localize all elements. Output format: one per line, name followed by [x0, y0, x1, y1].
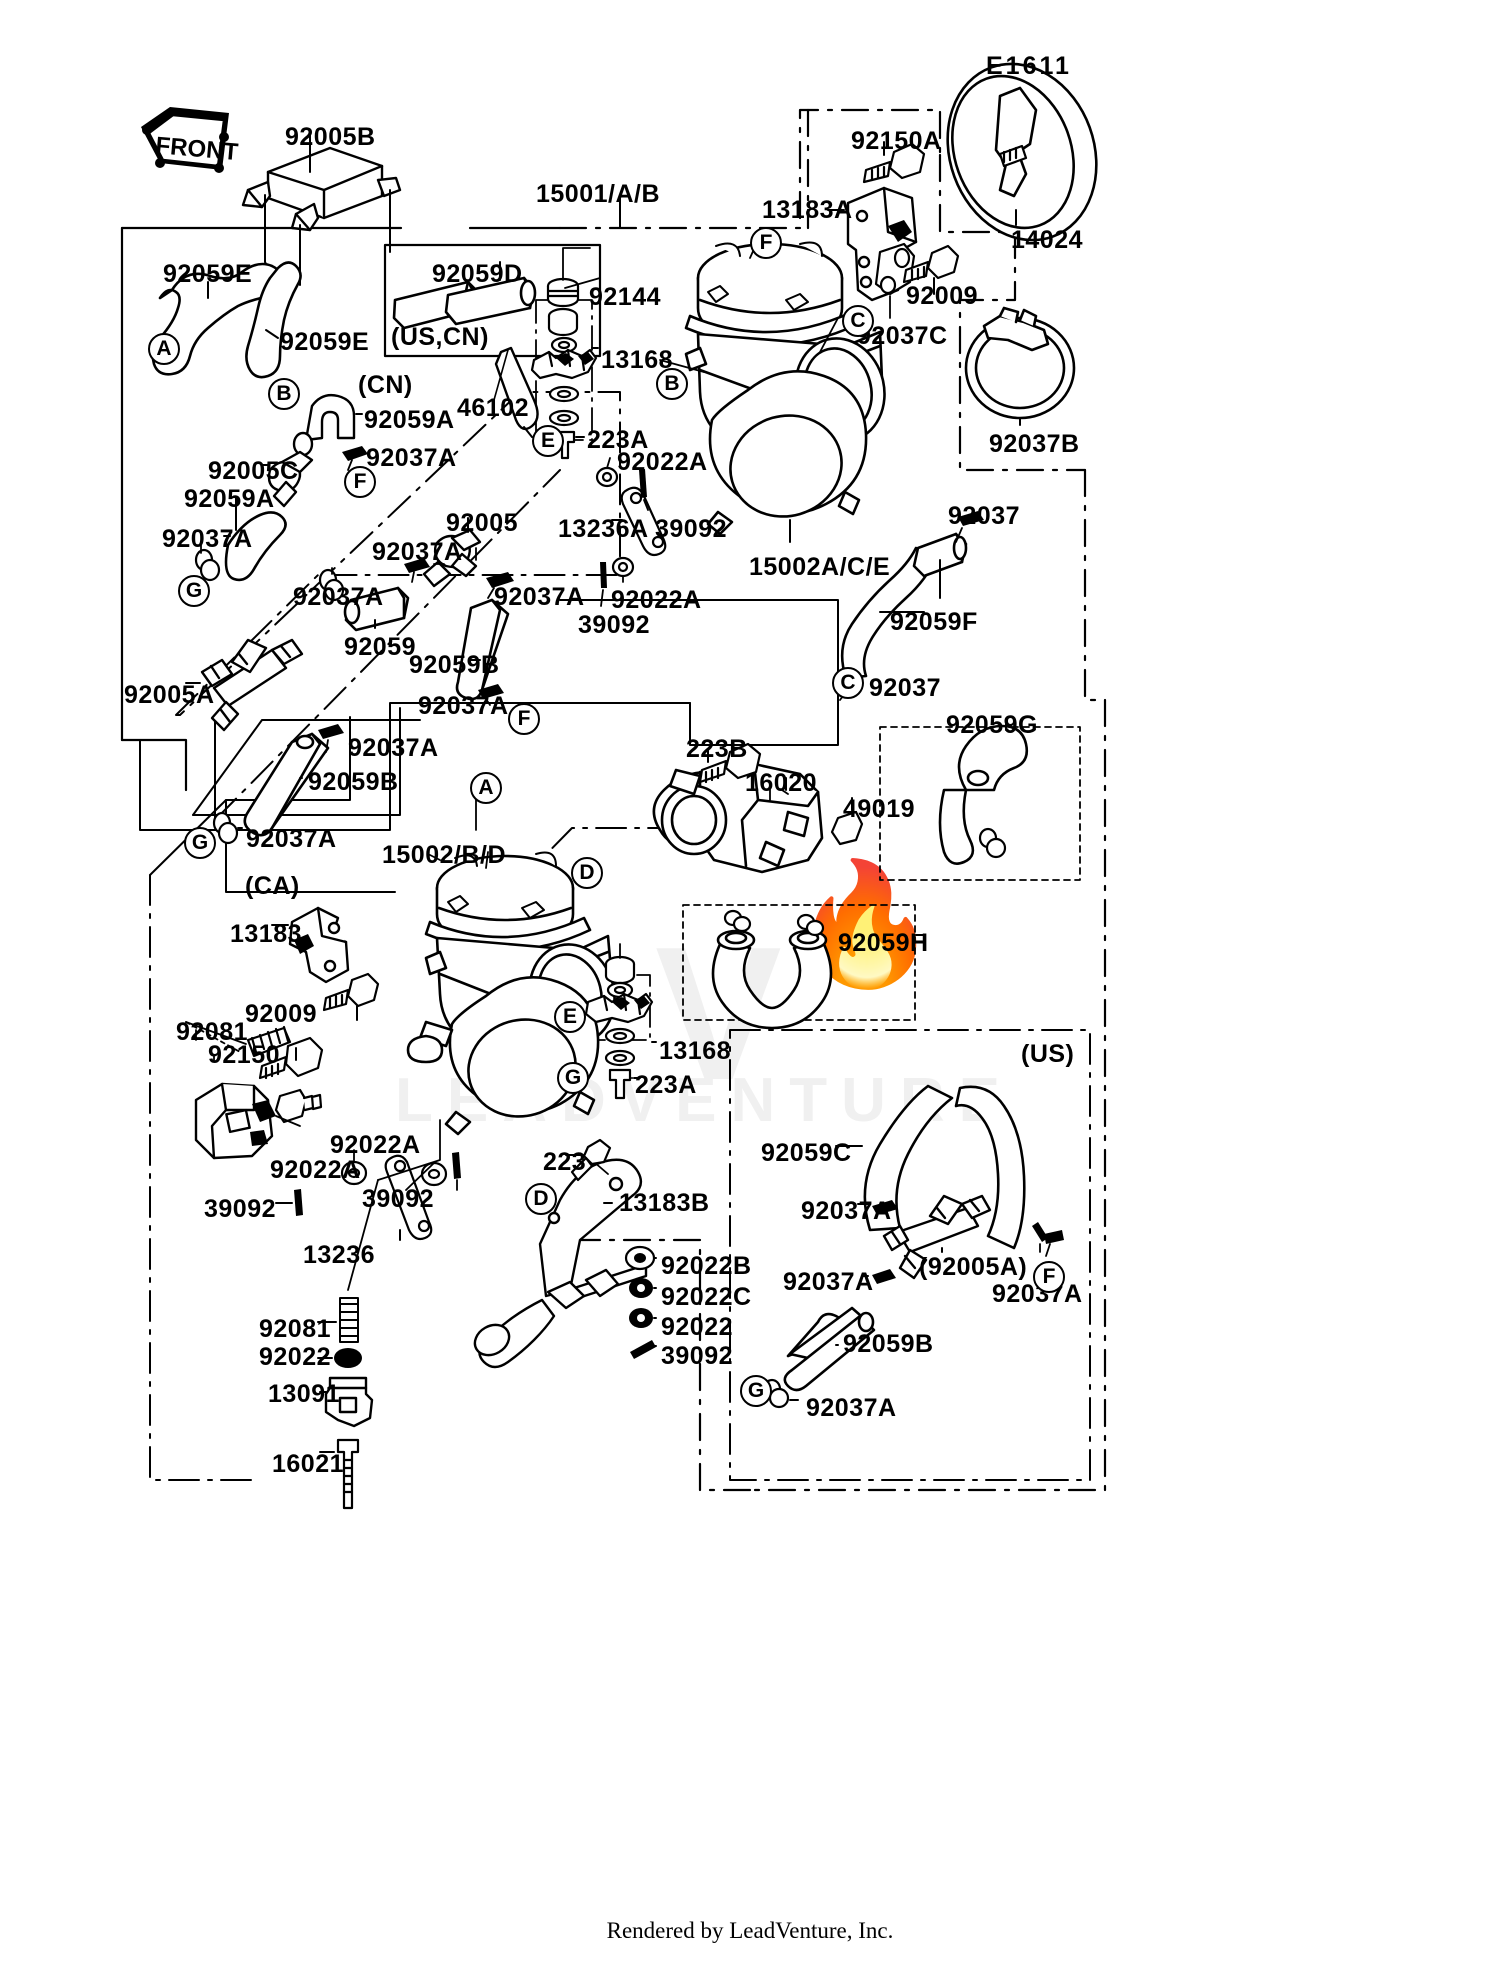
- part-label-92059F: 92059F: [890, 608, 978, 636]
- part-label-92037: 92037: [948, 502, 1021, 530]
- part-label-92037A: 92037A: [418, 692, 509, 720]
- part-label-13183A: 13183A: [762, 196, 853, 224]
- part-label-39092: 39092: [362, 1185, 435, 1213]
- part-label-CA: (CA): [245, 872, 300, 900]
- part-label-14024: 14024: [1011, 226, 1084, 254]
- part-label-92037A: 92037A: [494, 583, 585, 611]
- part-label-92022A: 92022A: [611, 586, 702, 614]
- part-label-92059E: 92059E: [280, 328, 370, 356]
- callout-circle-D1: D: [571, 857, 603, 889]
- callout-circle-D2: D: [525, 1183, 557, 1215]
- callout-circle-E2: E: [554, 1001, 586, 1033]
- part-label-49019: 49019: [843, 795, 916, 823]
- part-label-13183B: 13183B: [619, 1189, 710, 1217]
- part-label-92022C: 92022C: [661, 1283, 752, 1311]
- callout-circle-C2: C: [832, 667, 864, 699]
- callout-circle-G2: G: [184, 827, 216, 859]
- part-label-92150: 92150: [208, 1041, 281, 1069]
- part-label-223A: 223A: [635, 1071, 697, 1099]
- part-label-15001AB: 15001/A/B: [536, 180, 661, 208]
- part-label-92059C: 92059C: [761, 1139, 852, 1167]
- part-label-92037A: 92037A: [806, 1394, 897, 1422]
- part-label-92022: 92022: [259, 1343, 332, 1371]
- part-label-CN: (CN): [358, 371, 413, 399]
- callout-circle-F2: F: [750, 227, 782, 259]
- part-label-92081: 92081: [259, 1315, 332, 1343]
- part-label-16021: 16021: [272, 1450, 345, 1478]
- callout-circle-A: A: [148, 333, 180, 365]
- part-label-92022A: 92022A: [270, 1156, 361, 1184]
- part-label-13183: 13183: [230, 920, 303, 948]
- part-label-92059E: 92059E: [163, 260, 253, 288]
- part-label-92059B: 92059B: [308, 768, 399, 796]
- callout-circle-E1: E: [532, 425, 564, 457]
- part-label-92037: 92037: [869, 674, 942, 702]
- part-label-15002BD: 15002/B/D: [382, 841, 507, 869]
- part-label-39092: 39092: [661, 1342, 734, 1370]
- part-label-92059A: 92059A: [184, 485, 275, 513]
- part-label-39092: 39092: [578, 611, 651, 639]
- part-label-223: 223: [543, 1148, 587, 1176]
- callout-circle-G4: G: [740, 1375, 772, 1407]
- part-label-92150A: 92150A: [851, 127, 942, 155]
- part-label-92022A: 92022A: [330, 1131, 421, 1159]
- part-label-92037A: 92037A: [783, 1268, 874, 1296]
- part-label-92037A: 92037A: [801, 1197, 892, 1225]
- part-label-92022A: 92022A: [617, 448, 708, 476]
- callout-circle-B: B: [268, 378, 300, 410]
- part-label-223B: 223B: [686, 735, 748, 763]
- part-label-92005A: (92005A): [919, 1253, 1028, 1281]
- footer-credit: Rendered by LeadVenture, Inc.: [606, 1918, 894, 1943]
- part-label-92009: 92009: [245, 1000, 318, 1028]
- callout-circle-B2: B: [656, 368, 688, 400]
- part-label-US: (US): [1021, 1040, 1075, 1068]
- part-label-92022: 92022: [661, 1313, 734, 1341]
- callout-circle-G3: G: [557, 1062, 589, 1094]
- part-label-223A: 223A: [587, 426, 649, 454]
- part-label-92037A: 92037A: [366, 444, 457, 472]
- callout-circle-F1: F: [344, 466, 376, 498]
- part-label-92037B: 92037B: [989, 430, 1080, 458]
- part-label-15002ACE: 15002A/C/E: [749, 553, 891, 581]
- part-label-92059G: 92059G: [946, 711, 1038, 739]
- part-label-92037A: 92037A: [162, 525, 253, 553]
- part-label-92005A: 92005A: [124, 681, 215, 709]
- part-label-39092: 39092: [655, 515, 728, 543]
- part-label-USCN: (US,CN): [391, 323, 489, 351]
- callout-circle-C1: C: [842, 305, 874, 337]
- part-label-92037A: 92037A: [348, 734, 439, 762]
- part-label-92037A: 92037A: [293, 583, 384, 611]
- part-label-92005: 92005: [446, 509, 519, 537]
- part-label-92059: 92059: [344, 633, 417, 661]
- part-label-92005B: 92005B: [285, 123, 376, 151]
- part-label-92005C: 92005C: [208, 457, 299, 485]
- callout-circle-G1: G: [178, 575, 210, 607]
- part-label-92037A: 92037A: [372, 538, 463, 566]
- part-label-92081: 92081: [176, 1018, 249, 1046]
- part-label-13236: 13236: [303, 1241, 376, 1269]
- part-label-16020: 16020: [745, 769, 818, 797]
- part-label-92059A: 92059A: [364, 406, 455, 434]
- part-label-13091: 13091: [268, 1380, 341, 1408]
- callout-circle-A2: A: [470, 772, 502, 804]
- part-label-92009: 92009: [906, 282, 979, 310]
- callout-circle-F4: F: [1033, 1261, 1065, 1293]
- part-label-92059H: 92059H: [838, 929, 929, 957]
- part-label-13236A: 13236A: [558, 515, 649, 543]
- part-label-92144: 92144: [589, 283, 662, 311]
- part-label-92037A: 92037A: [246, 825, 337, 853]
- diagram-code: E1611: [986, 52, 1072, 80]
- part-label-13168: 13168: [659, 1037, 732, 1065]
- part-label-92022B: 92022B: [661, 1252, 752, 1280]
- part-label-39092: 39092: [204, 1195, 277, 1223]
- callout-circle-F3: F: [508, 703, 540, 735]
- part-label-92059D: 92059D: [432, 260, 523, 288]
- part-label-92059B: 92059B: [843, 1330, 934, 1358]
- part-label-13168: 13168: [601, 346, 674, 374]
- part-label-46102: 46102: [457, 394, 530, 422]
- part-label-92059B: 92059B: [409, 651, 500, 679]
